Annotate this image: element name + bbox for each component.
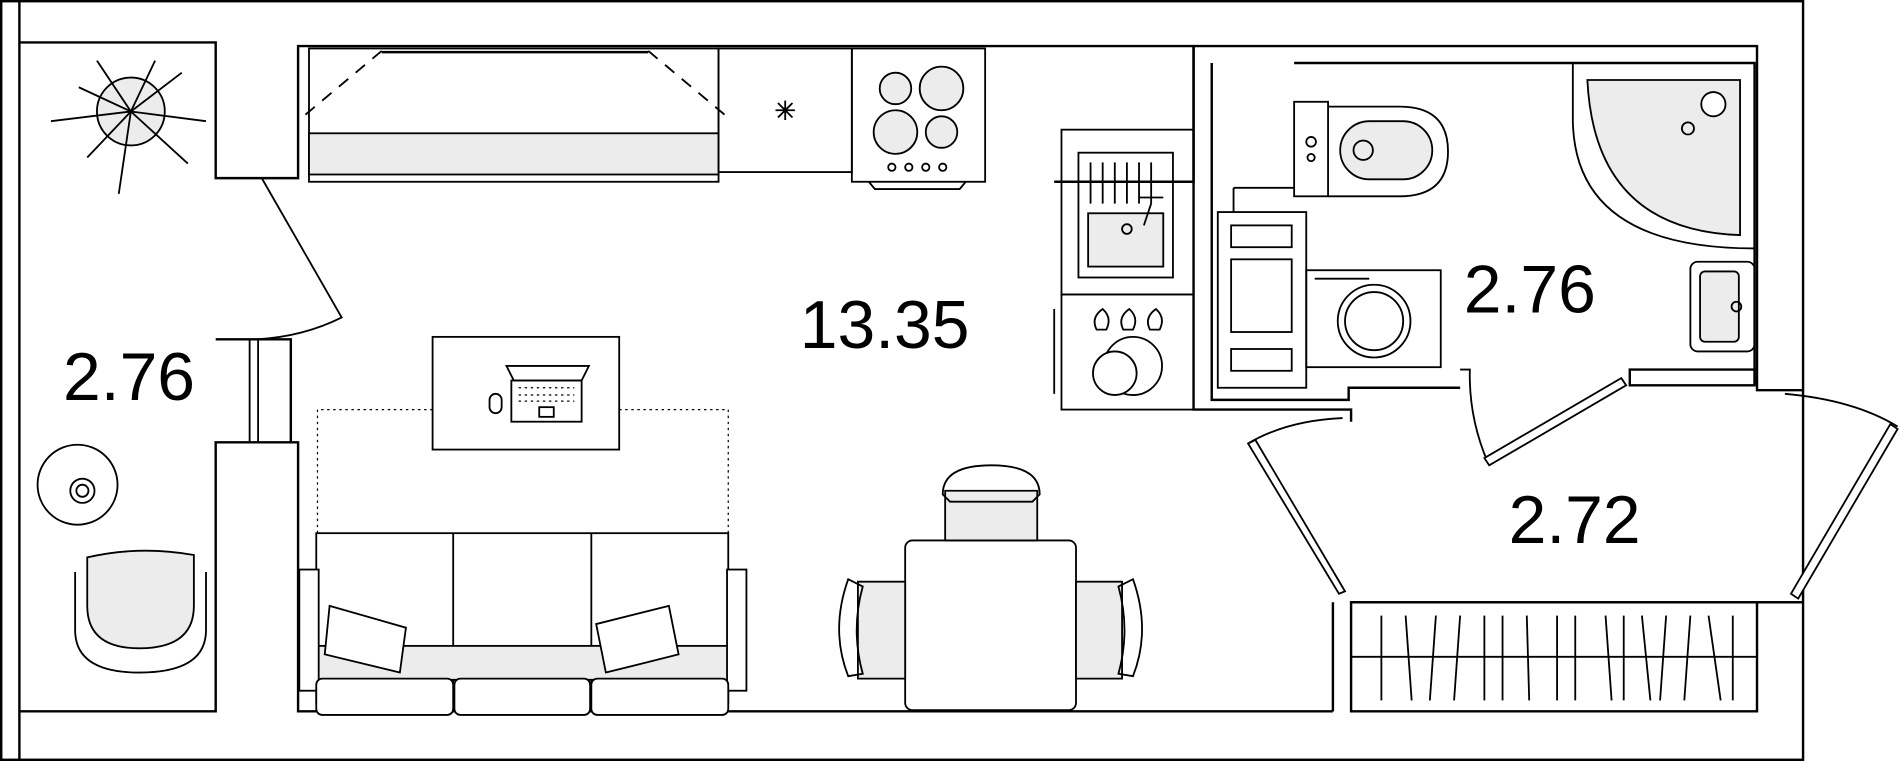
area-label-bathroom: 2.76	[1464, 253, 1596, 328]
area-label-living-room: 13.35	[800, 288, 970, 363]
doors	[256, 177, 1899, 600]
area-label-loggia: 2.76	[63, 340, 195, 415]
bathroom	[1216, 63, 1756, 389]
wardrobe	[1380, 615, 1734, 701]
area-label-hallway: 2.72	[1509, 483, 1641, 558]
living-furniture	[36, 60, 1143, 716]
kitchen	[299, 47, 1195, 411]
